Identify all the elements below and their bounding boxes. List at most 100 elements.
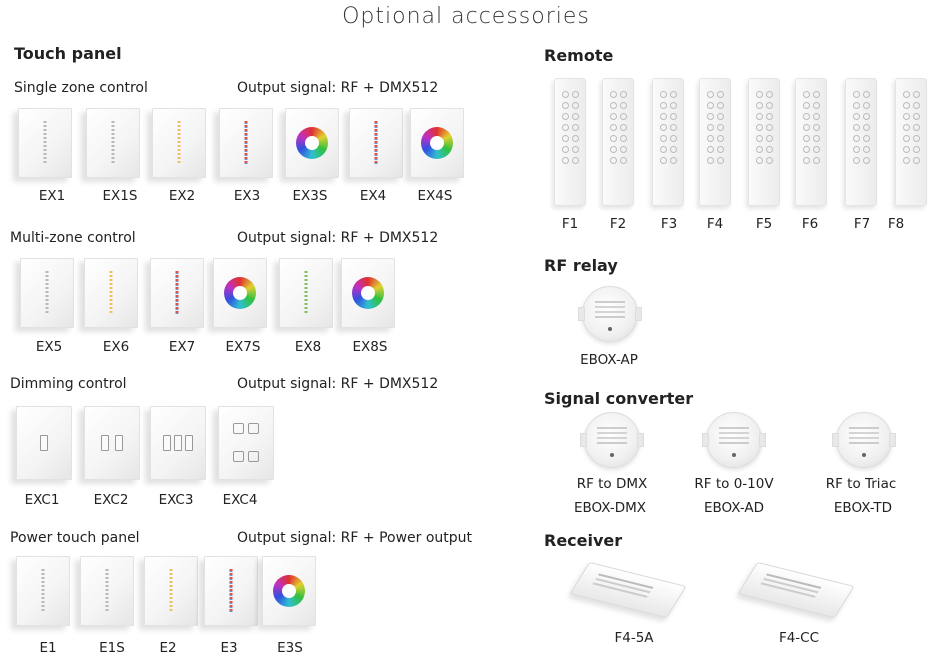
remote-label: F3 — [660, 216, 678, 232]
remote-button-icon — [863, 102, 870, 109]
receiver-image-f4-cc — [737, 561, 855, 619]
remote-button-icon — [903, 91, 910, 98]
panel-label: EX4 — [359, 188, 387, 204]
receiver-heading: Receiver — [544, 531, 623, 550]
remote-button-icon — [853, 113, 860, 120]
panel-label: E1S — [99, 640, 125, 656]
remote-button-icon — [670, 157, 677, 164]
remote-button-icon — [756, 124, 763, 131]
remote-button-icon — [717, 124, 724, 131]
remote-button-icon — [803, 113, 810, 120]
remote-image-f4 — [699, 78, 731, 206]
remote-button-icon — [660, 102, 667, 109]
remote-button-icon — [620, 91, 627, 98]
remote-button-icon — [756, 113, 763, 120]
remote-button-icon — [610, 146, 617, 153]
remote-button-icon — [572, 102, 579, 109]
panel-label: EX2 — [168, 188, 196, 204]
panel-image-ex5 — [20, 258, 74, 328]
remote-button-icon — [562, 91, 569, 98]
group-label-power-touch: Power touch panel — [10, 530, 140, 546]
converter-label-line2: EBOX-DMX — [573, 500, 647, 516]
remote-label: F4 — [706, 216, 724, 232]
remote-image-f5 — [748, 78, 780, 206]
remote-image-f3 — [652, 78, 684, 206]
remote-button-icon — [813, 146, 820, 153]
remote-button-icon — [803, 135, 810, 142]
panel-image-e3s — [262, 556, 316, 626]
remote-button-icon — [670, 135, 677, 142]
remote-button-icon — [707, 113, 714, 120]
remote-button-icon — [813, 102, 820, 109]
remote-button-icon — [863, 91, 870, 98]
page-title: Optional accessories — [342, 4, 590, 29]
remote-button-icon — [717, 135, 724, 142]
panel-image-ex4s — [410, 108, 464, 178]
remote-button-icon — [913, 124, 920, 131]
group-label-multi-zone: Multi-zone control — [10, 230, 136, 246]
group-output-multi-zone: Output signal: RF + DMX512 — [237, 230, 439, 246]
remote-label: F5 — [755, 216, 773, 232]
rf-relay-label: EBOX-AP — [580, 352, 638, 368]
remote-button-icon — [610, 113, 617, 120]
remote-heading: Remote — [544, 46, 614, 65]
remote-button-icon — [717, 102, 724, 109]
panel-label: EX1 — [38, 188, 66, 204]
remote-label: F8 — [887, 216, 905, 232]
remote-button-icon — [813, 113, 820, 120]
remote-button-icon — [756, 135, 763, 142]
remote-button-icon — [620, 113, 627, 120]
converter-label-line1: RF to DMX — [576, 476, 648, 492]
remote-button-icon — [803, 146, 810, 153]
panel-label: EX4S — [417, 188, 453, 204]
remote-button-icon — [813, 124, 820, 131]
group-output-dimming: Output signal: RF + DMX512 — [237, 376, 439, 392]
remote-button-icon — [670, 102, 677, 109]
group-output-single-zone: Output signal: RF + DMX512 — [237, 80, 439, 96]
panel-image-ex1s — [86, 108, 140, 178]
remote-image-f8 — [895, 78, 927, 206]
remote-button-icon — [903, 124, 910, 131]
remote-button-icon — [610, 135, 617, 142]
remote-button-icon — [707, 135, 714, 142]
remote-button-icon — [670, 113, 677, 120]
remote-button-icon — [803, 124, 810, 131]
group-label-dimming: Dimming control — [10, 376, 127, 392]
panel-image-exc1 — [16, 406, 72, 480]
remote-image-f7 — [845, 78, 877, 206]
panel-image-exc3 — [150, 406, 206, 480]
remote-button-icon — [707, 91, 714, 98]
panel-label: EX8S — [352, 339, 388, 355]
panel-label: EX7 — [168, 339, 196, 355]
remote-button-icon — [853, 146, 860, 153]
remote-button-icon — [562, 146, 569, 153]
remote-button-icon — [610, 124, 617, 131]
remote-button-icon — [660, 124, 667, 131]
panel-image-ex8s — [341, 258, 395, 328]
remote-button-icon — [572, 113, 579, 120]
remote-image-f1 — [554, 78, 586, 206]
remote-button-icon — [562, 124, 569, 131]
remote-button-icon — [717, 113, 724, 120]
remote-button-icon — [766, 146, 773, 153]
remote-button-icon — [620, 157, 627, 164]
panel-label: E3S — [277, 640, 303, 656]
remote-button-icon — [903, 102, 910, 109]
remote-button-icon — [756, 91, 763, 98]
remote-button-icon — [660, 135, 667, 142]
remote-button-icon — [803, 102, 810, 109]
remote-button-icon — [670, 146, 677, 153]
panel-image-e1s — [80, 556, 134, 626]
remote-button-icon — [756, 157, 763, 164]
remote-button-icon — [756, 102, 763, 109]
remote-button-icon — [670, 91, 677, 98]
panel-label: EXC1 — [24, 492, 60, 508]
remote-button-icon — [660, 157, 667, 164]
panel-image-exc2 — [84, 406, 140, 480]
remote-button-icon — [766, 113, 773, 120]
remote-label: F2 — [609, 216, 627, 232]
remote-label: F6 — [801, 216, 819, 232]
remote-button-icon — [562, 113, 569, 120]
panel-label: EXC4 — [222, 492, 258, 508]
remote-button-icon — [766, 135, 773, 142]
